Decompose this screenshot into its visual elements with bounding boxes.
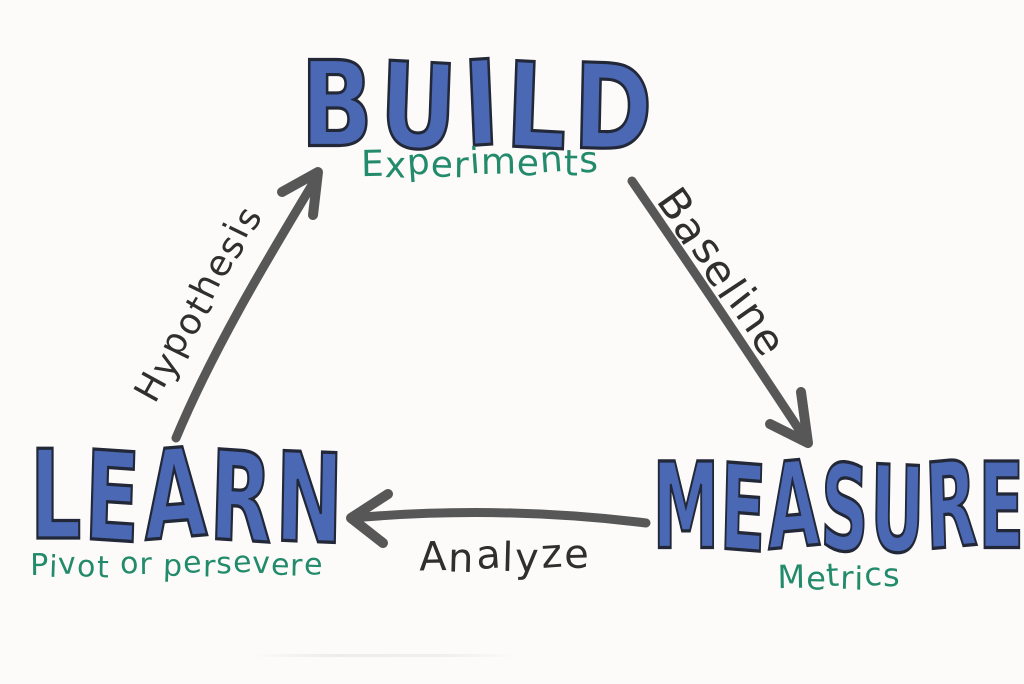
edge-label-analyze: Analyze xyxy=(418,530,592,583)
analyze-arrowhead-icon xyxy=(346,489,393,548)
measure-title: MEASURE xyxy=(652,434,1024,582)
hypothesis-arrowhead-icon xyxy=(277,167,323,220)
measure-subtitle: Metrics xyxy=(777,554,901,598)
hypothesis-arrow-line xyxy=(171,175,320,443)
baseline-arrow-line xyxy=(627,176,809,442)
learn-title: LEARN xyxy=(29,420,349,574)
analyze-arrow-line xyxy=(347,508,651,528)
build-title: BUILD xyxy=(299,34,662,180)
node-measure: MEASURE Metrics xyxy=(538,434,1024,597)
node-learn: LEARN Pivot or persevere xyxy=(29,420,470,586)
learn-subtitle: Pivot or persevere xyxy=(30,544,324,586)
baseline-arrowhead-icon xyxy=(765,387,813,448)
build-subtitle: Experiments xyxy=(360,139,600,188)
node-build: BUILD Experiments xyxy=(269,34,691,187)
scan-smudge xyxy=(250,654,520,657)
